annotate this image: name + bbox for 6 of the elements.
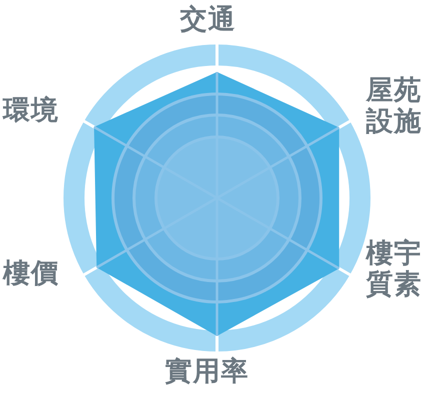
axis-label: 交通 bbox=[180, 4, 237, 36]
axis-label: 樓價 bbox=[3, 258, 60, 290]
axis-label: 實用率 bbox=[165, 356, 250, 388]
axis-label: 屋苑設施 bbox=[366, 75, 423, 138]
axis-label: 環境 bbox=[3, 95, 60, 126]
axis-label: 樓宇質素 bbox=[366, 238, 423, 300]
